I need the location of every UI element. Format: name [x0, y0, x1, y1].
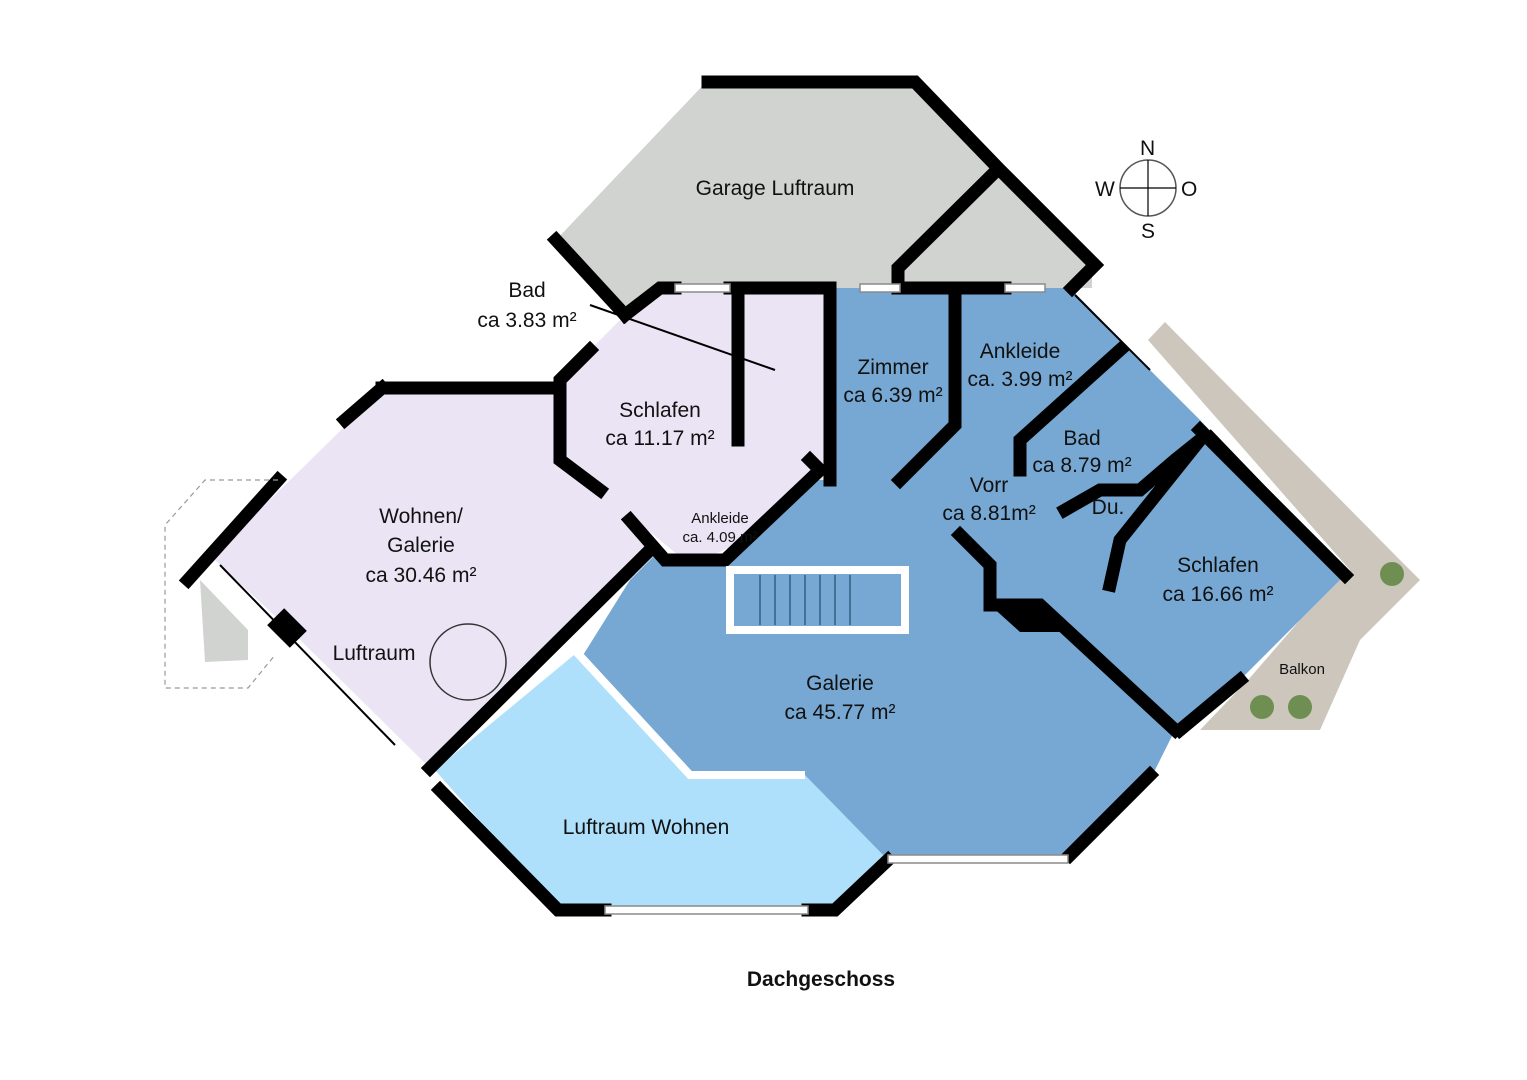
room-name: Galerie [806, 672, 874, 695]
room-name: Du. [1092, 496, 1125, 519]
room-area: ca 45.77 m² [785, 701, 896, 724]
wall-living-south [420, 545, 655, 778]
pillar [267, 608, 307, 648]
room-name: Schlafen [619, 399, 701, 422]
wall-bedroom-west-side [553, 340, 610, 500]
gallery-railing [567, 642, 805, 779]
void-living-area [435, 650, 888, 912]
room-area: ca. 4.09 m² [682, 529, 757, 546]
compass-icon [1119, 159, 1177, 217]
room-area: ca 16.66 m² [1163, 583, 1274, 606]
wall-gallery-south-east [1060, 765, 1160, 865]
staircase [726, 566, 909, 634]
wall-living-west [335, 378, 392, 430]
label-leader-line [589, 304, 776, 371]
compass-o: O [1181, 178, 1197, 201]
room-name: Bad [508, 279, 545, 302]
room-name: Wohnen/ [379, 505, 463, 528]
wall-living-west-lower [178, 470, 288, 590]
room-area: ca 11.17 m² [605, 427, 714, 450]
window-north-zimmer [859, 283, 901, 293]
plant-icon [1288, 695, 1312, 719]
window-north-ankleide [1004, 283, 1046, 293]
window-void-south-west [444, 794, 556, 906]
garage-void-area [556, 80, 1092, 315]
room-name: Galerie [387, 534, 455, 557]
window-living-south [219, 564, 396, 746]
wall-garage-west [546, 230, 635, 325]
wall-shower-partition [1056, 434, 1206, 593]
room-name: Luftraum Wohnen [563, 816, 730, 839]
room-name: Ankleide [980, 340, 1061, 363]
stair-treads [759, 575, 851, 625]
window-south-gallery [887, 854, 1069, 864]
room-name: Schlafen [1177, 554, 1259, 577]
bay-window-ghost [200, 580, 248, 662]
window-bedroom-east [1209, 429, 1336, 561]
plant-icon [1380, 562, 1404, 586]
bedroom-west-area [560, 288, 830, 565]
wall-bedroom-east-south [1170, 670, 1250, 740]
room-area: ca 8.81m² [942, 502, 1035, 525]
window-north-west [674, 283, 731, 293]
spiral-stair [429, 623, 507, 701]
room-name: Garage Luftraum [696, 177, 855, 200]
compass-n: N [1140, 137, 1155, 160]
room-name: Luftraum [333, 642, 416, 665]
room-name: Zimmer [857, 356, 928, 379]
room-area: ca 6.39 m² [843, 384, 942, 407]
room-name: Vorr [970, 474, 1009, 497]
room-area: ca. 3.99 m² [967, 368, 1072, 391]
wall-bath-east [1013, 340, 1130, 477]
wall-garage-divider [891, 162, 1005, 295]
living-gallery-area [188, 390, 655, 768]
window-balcony-east [1074, 294, 1151, 371]
wall-gallery-south [801, 850, 898, 917]
floor-title: Dachgeschoss [747, 968, 895, 991]
room-area: ca 30.46 m² [366, 564, 477, 587]
compass-w: W [1095, 178, 1115, 201]
room-area: ca 8.79 m² [1032, 454, 1131, 477]
room-area: ca 3.83 m² [477, 309, 576, 332]
wall-zimmer-east [890, 285, 962, 490]
wall-bedroom-east-outer [1190, 420, 1355, 585]
balcony-area [1148, 322, 1420, 730]
window-south-void [604, 905, 809, 915]
plant-icon [1250, 695, 1274, 719]
chimney-block [990, 605, 1060, 632]
room-name: Ankleide [691, 510, 749, 527]
compass-s: S [1141, 220, 1155, 243]
wall-top-rooms [615, 281, 682, 325]
room-name: Bad [1063, 427, 1100, 450]
room-name: Balkon [1279, 661, 1325, 678]
wall-walkin-south [620, 450, 830, 567]
